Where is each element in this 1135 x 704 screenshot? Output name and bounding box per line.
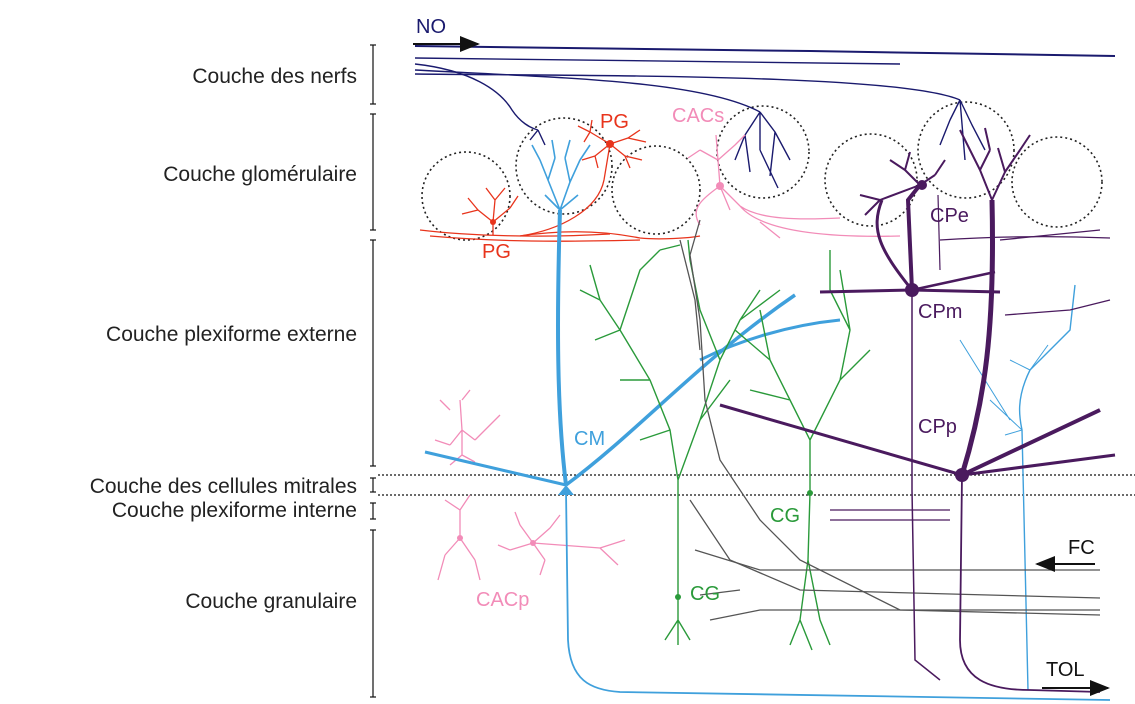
centrifugal-fibers [680, 220, 1100, 620]
cacs-soma [716, 182, 724, 190]
pg-soma-top [606, 140, 614, 148]
label-cpe: CPe [930, 205, 969, 227]
pg-soma-bottom [490, 219, 496, 225]
label-cpp: CPp [918, 416, 957, 438]
cacp-soma-2 [530, 540, 536, 546]
label-fc: FC [1068, 537, 1095, 559]
label-cacs: CACs [672, 105, 724, 127]
mitral-soma [558, 485, 574, 495]
cg-soma-lower [675, 594, 681, 600]
layer-brackets [370, 45, 376, 697]
cg-soma-upper [807, 490, 813, 496]
label-pg-bottom: PG [482, 241, 511, 263]
label-tol: TOL [1046, 659, 1085, 681]
cpe-soma [917, 180, 927, 190]
tufted-cells [720, 128, 1115, 692]
cpp-soma [955, 468, 969, 482]
olfactory-nerve-fibers [415, 46, 1115, 188]
layer-boundaries [378, 475, 1135, 495]
cpm-soma [905, 283, 919, 297]
label-cpm: CPm [918, 301, 962, 323]
label-cg-upper: CG [770, 505, 800, 527]
label-no: NO [416, 16, 446, 38]
label-cacp: CACp [476, 589, 529, 611]
label-cg-lower: CG [690, 583, 720, 605]
granule-cells [580, 240, 870, 650]
label-pg-top: PG [600, 111, 629, 133]
cacp-soma-1 [457, 535, 463, 541]
label-cm: CM [574, 428, 605, 450]
